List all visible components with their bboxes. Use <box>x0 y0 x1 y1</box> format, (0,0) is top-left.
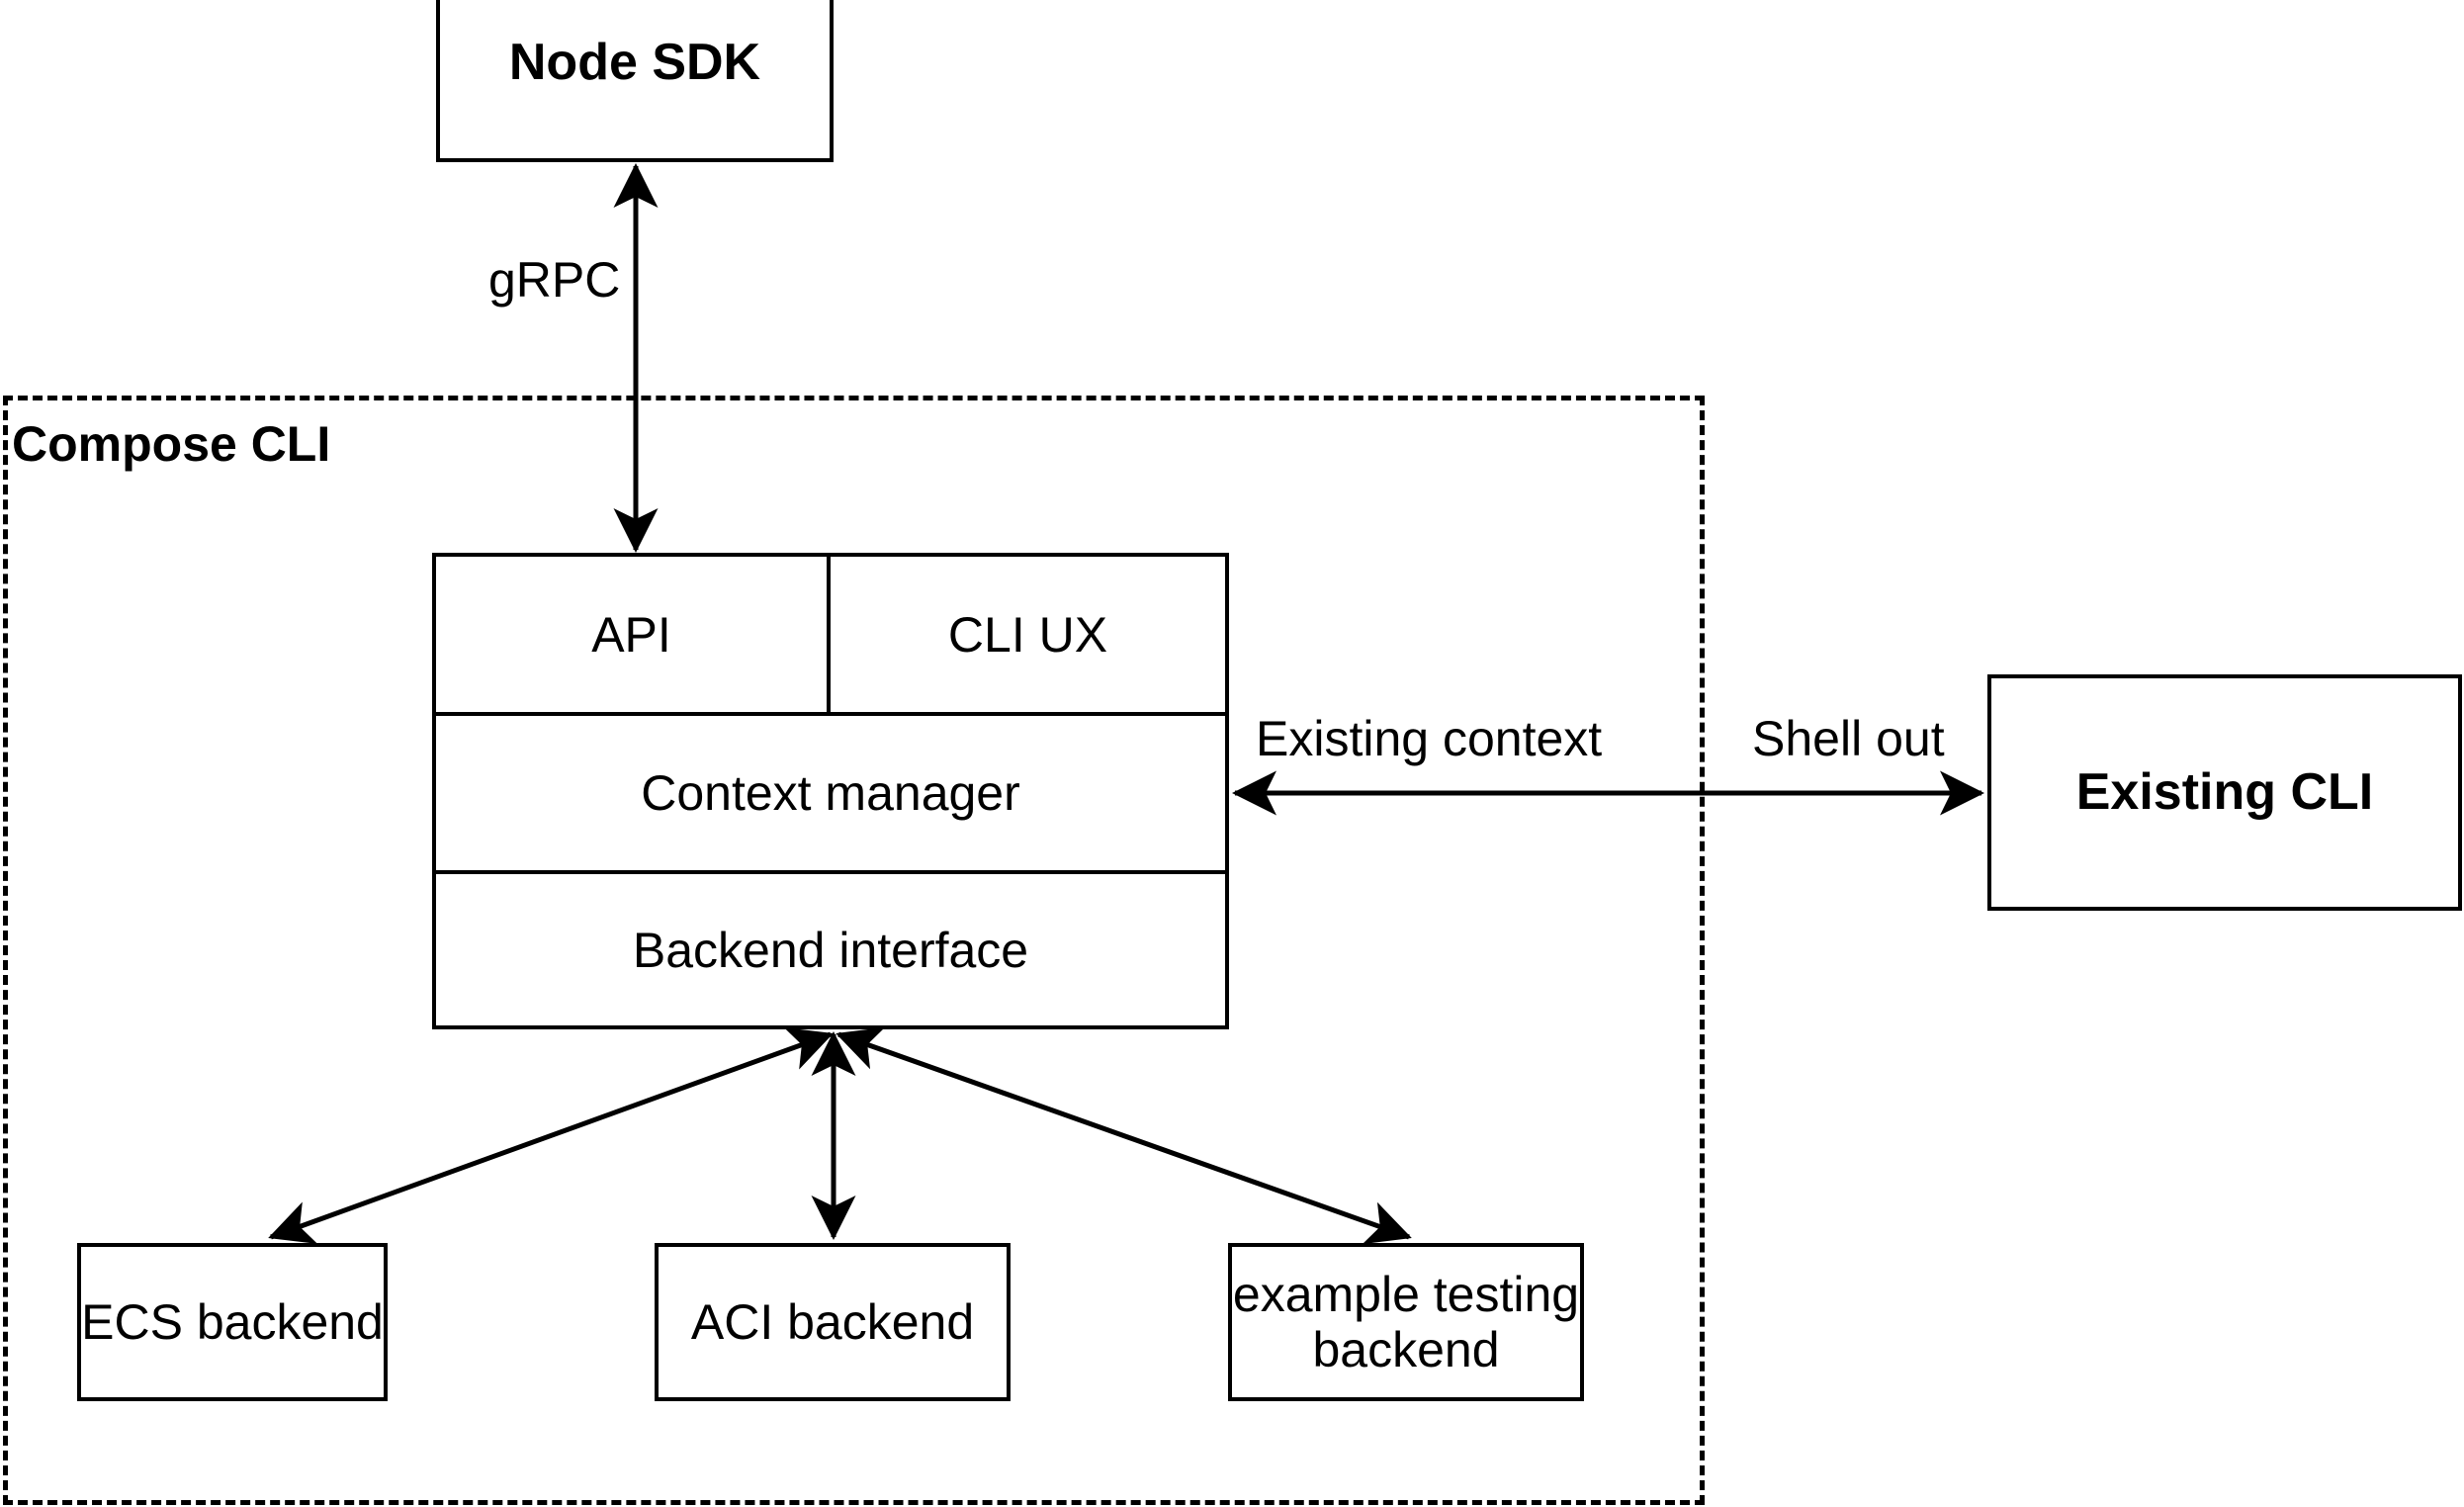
example-testing-backend-label-line1: example testing <box>1232 1267 1580 1322</box>
aci-backend-label: ACI backend <box>690 1294 975 1350</box>
api-cell[interactable]: API <box>436 557 831 712</box>
context-manager-label: Context manager <box>641 765 1020 821</box>
compose-cli-group-label: Compose CLI <box>12 416 331 472</box>
existing-cli-box[interactable]: Existing CLI <box>1987 674 2462 911</box>
existing-context-edge-label: Existing context <box>1254 710 1605 767</box>
node-sdk-label: Node SDK <box>508 33 761 91</box>
compose-cli-group-boundary <box>3 396 1705 1505</box>
core-stack-row-context: Context manager <box>436 716 1225 874</box>
context-manager-cell[interactable]: Context manager <box>436 716 1225 870</box>
existing-cli-label: Existing CLI <box>2075 763 2374 822</box>
cli-ux-cell[interactable]: CLI UX <box>831 557 1225 712</box>
example-testing-backend-label-line2: backend <box>1312 1322 1500 1377</box>
compose-cli-core-stack: API CLI UX Context manager Backend inter… <box>432 553 1229 1029</box>
grpc-edge-label: gRPC <box>486 251 623 309</box>
ecs-backend-label: ECS backend <box>81 1294 384 1350</box>
aci-backend-box[interactable]: ACI backend <box>655 1243 1011 1401</box>
node-sdk-box[interactable]: Node SDK <box>436 0 834 162</box>
core-stack-row-top: API CLI UX <box>436 557 1225 716</box>
backend-interface-label: Backend interface <box>632 922 1029 978</box>
cli-ux-label: CLI UX <box>947 606 1108 663</box>
api-label: API <box>591 606 671 663</box>
core-stack-row-backend: Backend interface <box>436 874 1225 1025</box>
example-testing-backend-box[interactable]: example testing backend <box>1228 1243 1584 1401</box>
shell-out-edge-label: Shell out <box>1750 710 1947 767</box>
ecs-backend-box[interactable]: ECS backend <box>77 1243 388 1401</box>
backend-interface-cell[interactable]: Backend interface <box>436 874 1225 1025</box>
